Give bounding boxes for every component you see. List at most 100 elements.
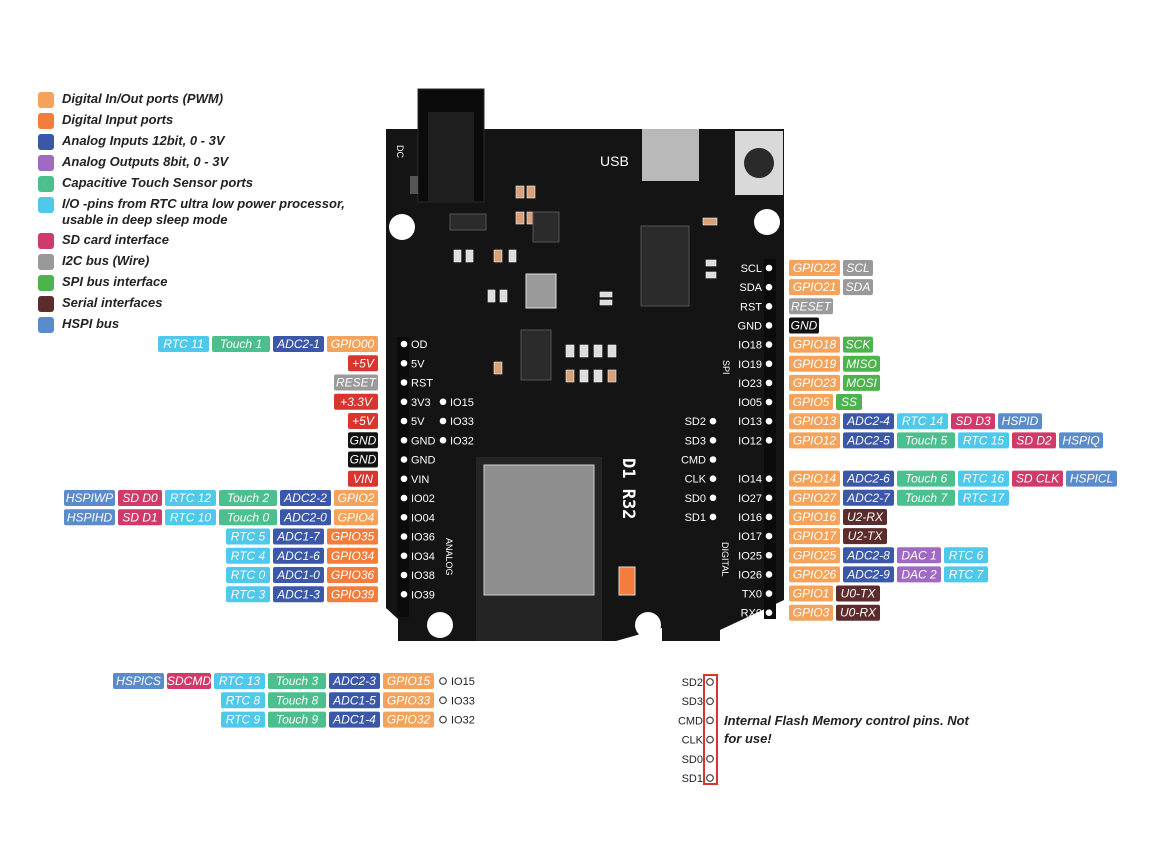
pin-dot: [400, 398, 408, 406]
smd-component: [565, 344, 575, 358]
pin-dot: [709, 437, 717, 444]
svg-text:RX0: RX0: [741, 608, 762, 620]
mount-hole-br: [635, 612, 661, 638]
svg-text:GPIO18: GPIO18: [793, 338, 837, 352]
legend-label: Capacitive Touch Sensor ports: [62, 175, 253, 190]
tag-adc2-0: ADC2-0: [280, 509, 331, 526]
smd-component: [515, 185, 525, 199]
right-pin-io05: IO05: [738, 397, 773, 409]
svg-text:IO12: IO12: [738, 435, 762, 447]
tag-rtc-6: RTC 6: [944, 547, 988, 564]
tag-rtc-7: RTC 7: [944, 566, 988, 583]
board: [386, 88, 784, 641]
pin-dot: [439, 696, 447, 705]
tag-touch-5: Touch 5: [897, 432, 955, 449]
svg-text:RTC 4: RTC 4: [231, 549, 266, 563]
tag-sdcmd: SDCMD: [167, 673, 211, 689]
tag-adc1-6: ADC1-6: [273, 547, 324, 564]
svg-text:RTC 3: RTC 3: [231, 587, 266, 601]
tag-dac-2: DAC 2: [897, 566, 941, 583]
tag-u0-rx: U0-RX: [836, 604, 880, 621]
legend-item-din: Digital Input ports: [38, 112, 368, 129]
svg-text:ADC2-7: ADC2-7: [846, 491, 891, 505]
smd-component: [593, 369, 603, 383]
svg-text:IO39: IO39: [411, 589, 435, 601]
tag-gpio25: GPIO25: [789, 547, 840, 564]
transistor: [449, 213, 487, 231]
legend-item-rtc: I/O -pins from RTC ultra low power proce…: [38, 196, 368, 228]
svg-text:GPIO33: GPIO33: [387, 693, 431, 707]
left-pin-rst: RST: [400, 378, 433, 390]
tag-gpio26: GPIO26: [789, 566, 840, 583]
pin-dot: [400, 513, 408, 521]
smd-component: [453, 249, 462, 263]
svg-text:+3.3V: +3.3V: [340, 395, 373, 409]
svg-text:SD D2: SD D2: [1016, 433, 1052, 447]
tag-gnd: GND: [348, 432, 378, 449]
pin-dot: [765, 283, 773, 291]
tag-gpio35: GPIO35: [327, 528, 378, 545]
svg-text:GPIO00: GPIO00: [331, 337, 375, 351]
svg-text:RTC 9: RTC 9: [226, 713, 261, 727]
pin-dot: [765, 532, 773, 540]
svg-text:Touch 0: Touch 0: [227, 510, 270, 524]
tag-rtc-5: RTC 5: [226, 528, 270, 545]
legend-swatch: [38, 176, 54, 192]
tag-gpio12: GPIO12: [789, 432, 840, 449]
svg-text:+5V: +5V: [352, 356, 375, 370]
svg-text:5V: 5V: [411, 416, 425, 428]
svg-text:IO04: IO04: [411, 512, 435, 524]
flash-pin-sd1: SD1: [682, 773, 714, 785]
svg-text:RST: RST: [740, 301, 762, 313]
svg-text:GPIO12: GPIO12: [793, 433, 837, 447]
svg-text:GPIO34: GPIO34: [331, 549, 375, 563]
svg-text:GPIO1: GPIO1: [793, 587, 830, 601]
board-name: D1 R32: [618, 458, 638, 519]
legend-label: HSPI bus: [62, 316, 120, 331]
pin-dot: [765, 475, 773, 482]
tag-adc2-4: ADC2-4: [843, 413, 894, 430]
right-pin-tx0: TX0: [742, 589, 773, 601]
svg-text:OD: OD: [411, 339, 428, 351]
tag-hspicl: HSPICL: [1066, 470, 1117, 487]
svg-text:ADC2-6: ADC2-6: [846, 472, 890, 486]
smd-component: [493, 361, 503, 375]
legend-swatch: [38, 254, 54, 270]
svg-text:CLK: CLK: [685, 474, 707, 486]
svg-text:ADC2-0: ADC2-0: [283, 510, 327, 524]
usb-label: USB: [600, 153, 629, 169]
tag-reset: RESET: [334, 374, 378, 391]
smd-component: [705, 259, 717, 267]
svg-text:IO32: IO32: [451, 715, 475, 727]
right-pin-rx0: RX0: [741, 608, 773, 620]
tag-miso: MISO: [843, 355, 880, 372]
tag-touch-8: Touch 8: [268, 692, 326, 709]
svg-text:SDA: SDA: [739, 282, 762, 294]
svg-text:GND: GND: [350, 453, 377, 467]
smd-component: [579, 344, 589, 358]
svg-text:GPIO14: GPIO14: [793, 472, 837, 486]
right-pin-rst: RST: [740, 301, 773, 313]
tag-gnd: GND: [789, 317, 819, 334]
tag-adc2-2: ADC2-2: [280, 490, 331, 506]
tag-sd-clk: SD CLK: [1012, 470, 1063, 487]
tag-gpio15: GPIO15: [383, 673, 434, 689]
svg-text:3V3: 3V3: [411, 397, 431, 409]
pin-dot: [400, 552, 408, 560]
tag-hspid: HSPID: [998, 413, 1042, 430]
pin-dot: [439, 436, 447, 444]
legend-swatch: [38, 155, 54, 171]
svg-text:GPIO26: GPIO26: [793, 567, 837, 581]
pin-dot: [765, 513, 773, 521]
svg-text:Touch 1: Touch 1: [220, 337, 262, 351]
svg-text:GPIO13: GPIO13: [793, 414, 837, 428]
pin-dot: [400, 359, 408, 367]
flash-pin-frame: [703, 674, 718, 785]
svg-text:SD2: SD2: [685, 416, 706, 428]
svg-text:+5V: +5V: [352, 414, 375, 428]
legend-label: I/O -pins from RTC ultra low power proce…: [62, 196, 345, 227]
svg-text:GPIO4: GPIO4: [338, 510, 375, 524]
legend-item-pwm: Digital In/Out ports (PWM): [38, 91, 368, 108]
